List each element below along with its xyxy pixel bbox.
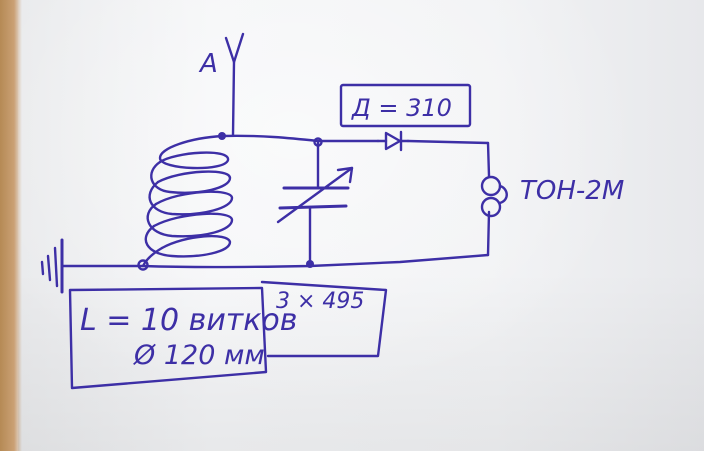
coil-turns-label: L = 10 витков (80, 303, 297, 338)
capacitor-label: 3 × 495 (276, 289, 364, 314)
ground-symbol (40, 238, 64, 294)
right-wire-bottom (486, 210, 491, 257)
bottom-wire (60, 253, 490, 269)
diode-label: Д = 310 (351, 94, 452, 122)
diode-symbol (376, 130, 410, 152)
capacitor-spec-box (260, 280, 388, 358)
coil-diameter-label: Ø 120 мм (133, 340, 265, 371)
antenna-label: A (198, 49, 218, 79)
paper-sheet (18, 0, 704, 451)
headphones-label: ТОН-2М (520, 176, 624, 206)
variable-capacitor (276, 140, 354, 266)
coil-inductor (141, 134, 234, 268)
right-wire-top (486, 141, 491, 178)
headphones-symbol (480, 175, 508, 218)
diode-label-box (339, 83, 472, 128)
top-wire (220, 134, 380, 143)
junction-dot-coil-bottom (137, 259, 149, 271)
top-wire-right (406, 139, 490, 145)
coil-spec-box (68, 286, 268, 390)
antenna-symbol (224, 32, 245, 137)
